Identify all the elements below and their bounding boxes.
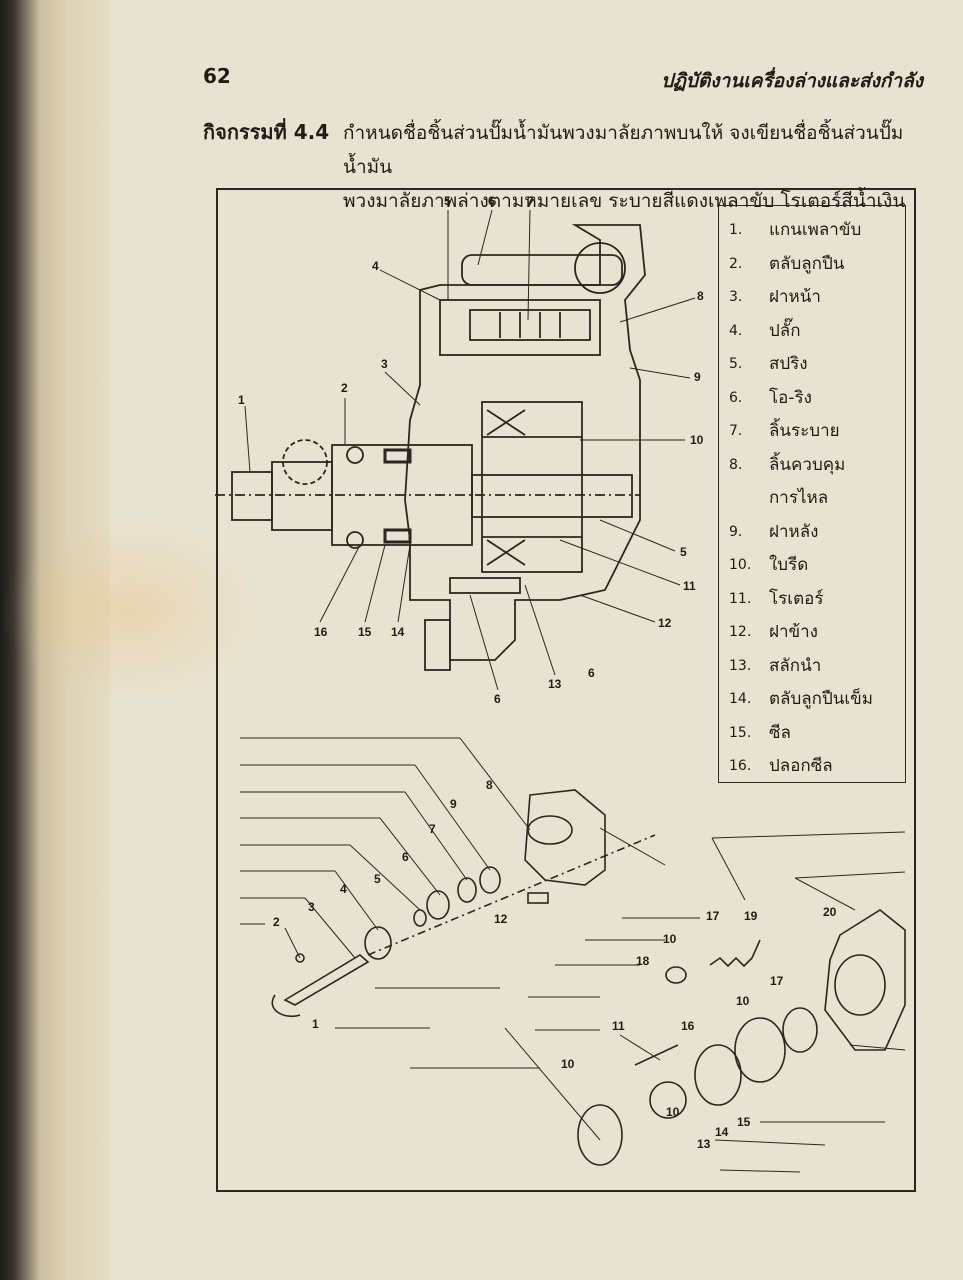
upper-callout: 13 [548, 677, 562, 691]
activity-label: กิจกรรมที่ 4.4 [203, 120, 330, 144]
legend-item: 1.แกนเพลาขับ [729, 220, 862, 240]
lower-callout: 18 [636, 954, 650, 968]
lower-callout: 13 [697, 1137, 711, 1151]
legend-item: 10.ใบรีด [729, 555, 809, 575]
upper-callout: 8 [697, 289, 704, 303]
legend-item: 4.ปลั๊ก [729, 320, 801, 341]
page-number: 62 [203, 64, 231, 88]
lower-callout: 6 [402, 850, 409, 864]
upper-callout: 3 [381, 357, 388, 371]
page [110, 0, 963, 1280]
legend-item: 13.สลักนำ [729, 655, 822, 676]
activity-instructions: กำหนดชื่อชิ้นส่วนปั๊มน้ำมันพวงมาลัยภาพบน… [343, 116, 933, 218]
pump-cross-section [215, 224, 646, 671]
upper-callout: 6 [494, 692, 501, 706]
legend-item: 3.ฝาหน้า [729, 287, 821, 307]
lower-callout: 5 [374, 872, 381, 886]
lower-callout: 14 [715, 1125, 729, 1139]
upper-callout: 6 [588, 666, 595, 680]
legend-item: 12.ฝาข้าง [729, 622, 818, 642]
parts-legend: 1.แกนเพลาขับ 2.ตลับลูกปืน 3.ฝาหน้า 4.ปลั… [718, 205, 906, 783]
upper-callout: 6 [488, 194, 495, 208]
lower-callout: 17 [770, 974, 784, 988]
legend-item: 9.ฝาหลัง [729, 521, 819, 542]
upper-callout: 1 [238, 393, 245, 407]
lower-callout: 4 [340, 882, 347, 896]
lower-leader-lines [240, 737, 906, 1173]
lower-callout: 11 [612, 1019, 625, 1033]
lower-callout: 10 [663, 932, 677, 946]
lower-callout: 10 [666, 1105, 680, 1119]
legend-item: 11.โรเตอร์ [729, 588, 824, 609]
activity-line-2: พวงมาลัยภาพล่างตามหมายเลข ระบายสีแดงเพลา… [343, 190, 906, 212]
lower-callout: 12 [494, 912, 508, 926]
upper-callout: 12 [658, 616, 672, 630]
upper-callout: 7 [527, 194, 534, 208]
lower-callout: 10 [736, 994, 750, 1008]
upper-callout: 15 [358, 625, 372, 639]
lower-callout: 19 [744, 909, 758, 923]
upper-callout: 11 [683, 579, 696, 593]
lower-callout: 10 [561, 1057, 575, 1071]
legend-item: 16.ปลอกซีล [729, 756, 833, 776]
figure-frame [216, 188, 916, 1192]
legend-item: 2.ตลับลูกปืน [729, 253, 845, 274]
lower-callout: 16 [681, 1019, 695, 1033]
legend-item: 5.สปริง [729, 354, 808, 374]
upper-callout: 16 [314, 625, 328, 639]
upper-callout: 4 [372, 259, 379, 273]
lower-callout: 17 [706, 909, 720, 923]
lower-callout: 9 [450, 797, 457, 811]
upper-callout: 5 [680, 545, 687, 559]
lower-callout: 3 [308, 900, 315, 914]
activity-line-1: กำหนดชื่อชิ้นส่วนปั๊มน้ำมันพวงมาลัยภาพบน… [343, 122, 904, 178]
lower-callout-numbers: 1 2 3 4 5 6 7 8 9 12 10 11 13 14 15 16 1… [273, 778, 837, 1151]
lower-callout: 20 [823, 905, 837, 919]
lower-callout: 1 [312, 1017, 319, 1031]
book-spine-shadow [0, 0, 110, 1280]
upper-callout: 5 [444, 194, 451, 208]
pump-exploded-view [271, 789, 906, 1166]
legend-item: 14.ตลับลูกปืนเข็ม [729, 689, 874, 709]
lower-callout: 2 [273, 915, 280, 929]
legend-item: 6.โอ-ริง [729, 387, 812, 408]
legend-item: การไหล [769, 488, 829, 508]
upper-callout: 14 [391, 625, 405, 639]
upper-callout-numbers: 5 6 7 4 8 9 3 2 1 10 5 11 12 6 13 6 14 1… [238, 194, 704, 706]
legend-item: 8.ลิ้นควบคุม [729, 454, 846, 475]
legend-item: 15.ซีล [729, 722, 791, 743]
lower-callout: 15 [737, 1115, 751, 1129]
lower-callout: 8 [486, 778, 493, 792]
upper-callout: 2 [341, 381, 348, 395]
upper-leader-lines [244, 209, 696, 691]
lower-callout: 7 [429, 822, 436, 836]
book-title: ปฏิบัติงานเครื่องล่างและส่งกำลัง [661, 70, 923, 92]
upper-callout: 10 [690, 433, 704, 447]
legend-item: 7.ลิ้นระบาย [729, 421, 840, 441]
upper-callout: 9 [694, 370, 701, 384]
